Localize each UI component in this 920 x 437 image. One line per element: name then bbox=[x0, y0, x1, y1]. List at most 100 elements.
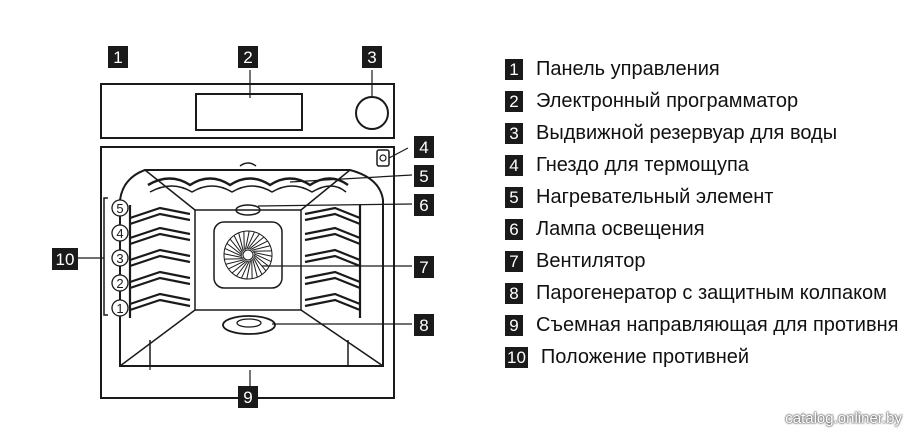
fan-blade bbox=[238, 232, 244, 252]
callout-label: 2 bbox=[243, 48, 252, 67]
shelf-level-3: 3 bbox=[111, 249, 129, 267]
right-rack-rung bbox=[304, 206, 361, 220]
left-rack-rung bbox=[129, 270, 191, 284]
left-rack-rung bbox=[129, 226, 191, 240]
legend-text: Парогенератор с защитным колпаком bbox=[536, 282, 887, 304]
legend-text: Электронный программатор bbox=[536, 90, 799, 112]
oven-diagram: 5 4 3 2 1 1 2 3 4 5 6 7 8 9 10 bbox=[52, 46, 434, 408]
fan-blade bbox=[253, 253, 272, 262]
callout-5: 5 bbox=[414, 165, 434, 187]
right-rack-rung bbox=[304, 254, 361, 268]
legend-number: 5 bbox=[505, 187, 523, 208]
fan-blade bbox=[228, 259, 246, 270]
left-rack-rung bbox=[129, 292, 191, 306]
fan-cover bbox=[213, 221, 283, 289]
fan-blade bbox=[252, 258, 258, 278]
fan-blade bbox=[251, 245, 271, 251]
programmer-display bbox=[195, 93, 303, 131]
shelf-level-label: 2 bbox=[116, 276, 123, 291]
lamp bbox=[235, 204, 261, 216]
fan-blade bbox=[233, 235, 244, 253]
fan-blade bbox=[247, 233, 260, 250]
fan-blade bbox=[246, 231, 255, 250]
legend-item: 10 Положение противней bbox=[505, 346, 905, 369]
callout-2: 2 bbox=[238, 46, 258, 68]
right-rack-rung bbox=[304, 292, 361, 306]
left-rack-rung bbox=[129, 276, 191, 290]
right-rack-rung bbox=[304, 212, 361, 226]
fan-blade bbox=[225, 259, 245, 265]
left-rack-rung bbox=[129, 248, 191, 262]
shelf-level-label: 3 bbox=[116, 251, 123, 266]
legend-item: 9 Съемная направляющая для противня bbox=[505, 314, 905, 337]
callout-label: 8 bbox=[419, 316, 428, 335]
legend-number: 2 bbox=[505, 91, 523, 112]
legend-item: 4 Гнездо для термощупа bbox=[505, 154, 905, 177]
callout-3: 3 bbox=[362, 46, 382, 68]
legend-item: 2 Электронный программатор bbox=[505, 90, 905, 113]
fan-icon bbox=[223, 230, 273, 280]
legend-item: 6 Лампа освещения bbox=[505, 218, 905, 241]
fan-blade bbox=[253, 256, 267, 272]
shelf-level-label: 4 bbox=[116, 226, 123, 241]
fan-ring bbox=[223, 230, 273, 280]
shelf-level-1: 1 bbox=[111, 299, 129, 317]
callout-label: 10 bbox=[56, 250, 75, 269]
fan-blade bbox=[229, 238, 243, 254]
callout-6: 6 bbox=[414, 194, 434, 216]
left-rack-rung bbox=[129, 212, 191, 226]
legend-item: 3 Выдвижной резервуар для воды bbox=[505, 122, 905, 145]
callout-label: 9 bbox=[243, 388, 252, 407]
shelf-level-4: 4 bbox=[111, 224, 129, 242]
callout-1: 1 bbox=[108, 46, 128, 68]
legend-number: 6 bbox=[505, 219, 523, 240]
callout-label: 1 bbox=[113, 48, 122, 67]
water-tank-knob bbox=[355, 96, 389, 130]
cavity-back-wall bbox=[194, 209, 302, 311]
fan-blade bbox=[244, 230, 250, 250]
right-rack-rung bbox=[304, 298, 361, 312]
right-rack-rung bbox=[304, 232, 361, 246]
fan-blade bbox=[223, 253, 243, 259]
legend-text: Положение противней bbox=[540, 346, 750, 368]
left-rack-rung bbox=[129, 206, 191, 220]
callout-label: 6 bbox=[419, 196, 428, 215]
legend-number: 7 bbox=[505, 251, 523, 272]
callout-label: 4 bbox=[419, 138, 428, 157]
legend-text: Гнездо для термощупа bbox=[536, 154, 749, 176]
legend-number: 3 bbox=[505, 123, 523, 144]
legend-text: Лампа освещения bbox=[536, 218, 705, 240]
right-rack-rung bbox=[304, 248, 361, 262]
fan-blade bbox=[241, 260, 250, 279]
callout-7: 7 bbox=[414, 256, 434, 278]
callout-10: 10 bbox=[52, 248, 78, 270]
fan-blade bbox=[224, 248, 243, 257]
shelf-level-2: 2 bbox=[111, 274, 129, 292]
right-rack-rung bbox=[304, 226, 361, 240]
legend-number: 1 bbox=[505, 59, 523, 80]
fan-blade bbox=[250, 240, 268, 251]
legend-number: 8 bbox=[505, 283, 523, 304]
shelf-level-label: 5 bbox=[116, 201, 123, 216]
fan-blade bbox=[231, 260, 247, 274]
left-rack-rung bbox=[129, 232, 191, 246]
legend-number: 10 bbox=[505, 347, 528, 368]
legend-item: 7 Вентилятор bbox=[505, 250, 905, 273]
probe-socket bbox=[376, 149, 390, 167]
callout-4: 4 bbox=[414, 136, 434, 158]
left-rack-rung bbox=[129, 298, 191, 312]
legend-text: Съемная направляющая для противня bbox=[536, 314, 899, 336]
shelf-level-label: 1 bbox=[116, 301, 123, 316]
legend-number: 9 bbox=[505, 315, 523, 336]
legend-number: 4 bbox=[505, 155, 523, 176]
shelf-level-5: 5 bbox=[111, 199, 129, 217]
fan-blade bbox=[249, 236, 265, 250]
legend-text: Выдвижной резервуар для воды bbox=[536, 122, 838, 144]
callout-8: 8 bbox=[414, 314, 434, 336]
legend-text: Вентилятор bbox=[536, 250, 646, 272]
fan-blade bbox=[252, 257, 263, 275]
fan-blade bbox=[246, 260, 252, 280]
